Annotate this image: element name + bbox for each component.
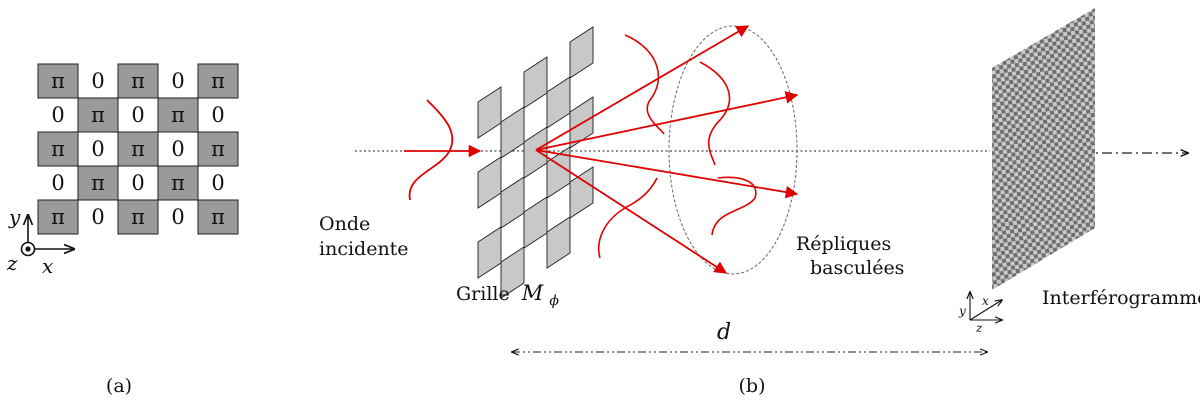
interferogram-screen [992, 8, 1095, 290]
grid-cell-shaded [37, 131, 79, 167]
grid-cell-value: 0 [51, 171, 64, 195]
grid-label: Grille M ϕ [456, 281, 559, 309]
ray-up-small [535, 91, 799, 151]
grating-cell [523, 126, 548, 179]
grid-cell-value: π [131, 69, 145, 93]
grid-cell-shaded [197, 63, 239, 99]
grid-cell-value: 0 [131, 171, 144, 195]
grid-cell-value: 0 [211, 103, 224, 127]
z-axis-label: z [6, 251, 18, 275]
grid-cell-value: 0 [91, 69, 104, 93]
z-axis-dot [25, 246, 31, 252]
grid-cell-shaded [197, 199, 239, 235]
grid-cell-value: π [211, 69, 225, 93]
grid-cell-value: 0 [51, 103, 64, 127]
grid-cell-value: π [211, 205, 225, 229]
grating-cell [477, 86, 502, 139]
grating-cell [569, 26, 594, 79]
grid-cell-value: π [91, 103, 105, 127]
mini-axes: y x z [958, 292, 1002, 335]
interferogram-label: Interférogramme [1042, 287, 1200, 309]
mini-x-arrow [969, 300, 1002, 321]
incident-label-line2: incidente [319, 238, 409, 260]
grid-cell-value: π [211, 137, 225, 161]
mini-x-label: x [982, 294, 989, 308]
panel-a: π 0 π 0 π 0 π 0 π 0 π 0 π 0 π 0 π 0 π 0 π 0 π 0 π y x z (a) [6, 63, 239, 397]
grating-cell [500, 176, 525, 229]
grating-cell [523, 56, 548, 109]
grid-cell-shaded [157, 97, 199, 133]
caption-b: (b) [739, 375, 766, 397]
grid-cell-value: π [91, 171, 105, 195]
grid-cell-shaded [197, 131, 239, 167]
grid-cell-value: 0 [171, 205, 184, 229]
grid-cell-value: π [171, 103, 185, 127]
grid-cell-value: π [51, 69, 65, 93]
ray-up [535, 25, 750, 151]
grid-cell-shaded [157, 165, 199, 201]
grating-cell [523, 196, 548, 249]
grid-cell-value: π [131, 137, 145, 161]
grid-cell-value: 0 [91, 137, 104, 161]
grating-cell [500, 106, 525, 159]
grating-cell [546, 216, 571, 269]
wavefront-4 [598, 177, 658, 259]
grating-cell [477, 156, 502, 209]
grid-label-subscript: ϕ [549, 293, 559, 309]
axes-a: y x z [6, 205, 74, 278]
distance-label: d [717, 320, 731, 345]
grating-cell [569, 166, 594, 219]
wavefront-3 [711, 176, 757, 236]
y-axis-label: y [8, 205, 21, 229]
grid-cell-shaded [77, 165, 119, 201]
panel-b: y x z d Onde incidente Grille M ϕ Répliq… [319, 8, 1200, 397]
mini-y-label: y [958, 304, 966, 318]
incident-wave [408, 99, 454, 201]
grid-label-text: Grille [456, 283, 510, 305]
replicas-ellipse [668, 25, 798, 275]
wavefront-2 [699, 61, 731, 166]
grid-cell-value: 0 [91, 205, 104, 229]
grid-cell-value: 0 [171, 69, 184, 93]
grid-cell-value: π [51, 205, 65, 229]
replica-wavefronts [598, 34, 757, 259]
replicas-label-line2: basculées [810, 257, 904, 279]
incident-label-line1: Onde [319, 213, 370, 235]
grid-cell-value: π [171, 171, 185, 195]
grid-cell-shaded [77, 97, 119, 133]
phase-checkerboard-grid: π 0 π 0 π 0 π 0 π 0 π 0 π 0 π 0 π 0 π 0 π 0 π 0 π [37, 63, 239, 235]
grid-cell-shaded [117, 131, 159, 167]
grid-cell-shaded [117, 63, 159, 99]
grating-cell [477, 226, 502, 279]
ray-down [535, 149, 728, 274]
grating-cell [500, 246, 525, 299]
x-axis-label: x [42, 254, 53, 278]
replicas-label-line1: Répliques [796, 233, 891, 255]
grid-cell-value: π [51, 137, 65, 161]
grating-mphi [477, 26, 594, 299]
grating-cell [546, 76, 571, 129]
mini-z-label: z [975, 321, 983, 335]
wavefront-1 [624, 34, 665, 135]
grid-cell-value: 0 [211, 171, 224, 195]
caption-a: (a) [106, 375, 132, 397]
grid-cell-shaded [37, 63, 79, 99]
grid-cell-value: 0 [131, 103, 144, 127]
grid-cell-value: 0 [171, 137, 184, 161]
grid-cell-shaded [117, 199, 159, 235]
grid-label-symbol: M [521, 281, 544, 305]
grid-cell-shaded [37, 199, 79, 235]
grid-cell-value: π [131, 205, 145, 229]
